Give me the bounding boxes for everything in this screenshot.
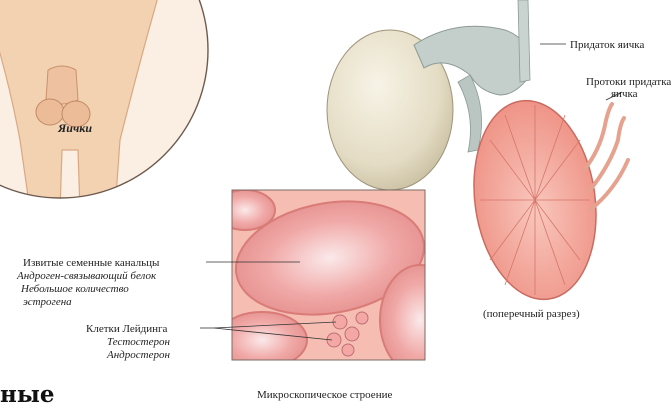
leydig-title: Клетки Лейдинга <box>86 323 167 335</box>
cross-section-label: (поперечный разрез) <box>483 308 580 320</box>
ducts-label-line1: Протоки придатка <box>586 76 671 88</box>
tubules-sub1: Андроген-связывающий белок <box>17 270 156 282</box>
leydig-sub1: Тестостерон <box>107 336 170 348</box>
tubules-sub2: Небольшое количество <box>21 283 129 295</box>
testes-label: Яички <box>58 122 92 134</box>
epididymis-label: Придаток яичка <box>570 39 644 51</box>
ducts-label-line2: яичка <box>611 88 638 100</box>
tubules-title: Извитые семенные канальцы <box>23 257 159 269</box>
micro-caption: Микроскопическое строение <box>257 389 392 401</box>
body-inset <box>0 0 210 210</box>
tubules-sub3: эстрогена <box>23 296 72 308</box>
partial-heading: ные <box>0 381 55 408</box>
leydig-sub2: Андростерон <box>107 349 170 361</box>
